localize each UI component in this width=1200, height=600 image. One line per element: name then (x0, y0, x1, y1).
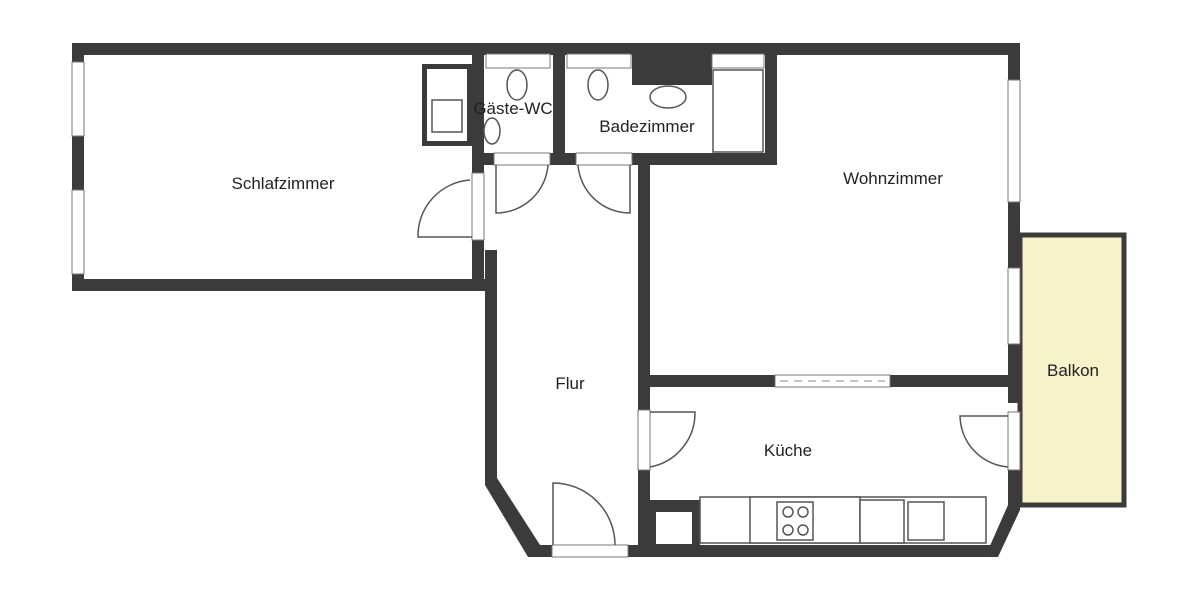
fixtures (431, 69, 987, 544)
hall-left-wall (485, 250, 540, 557)
label-kueche: Küche (764, 441, 812, 460)
window (485, 53, 551, 69)
window (711, 53, 765, 69)
walls (72, 43, 1020, 557)
bedroom-right-wall-upper (472, 43, 484, 173)
fridge (859, 499, 905, 544)
label-schlafzimmer: Schlafzimmer (232, 174, 335, 193)
bath-toilet (587, 69, 609, 101)
wc-door[interactable] (495, 164, 549, 214)
window-opening (774, 374, 891, 388)
burner (797, 524, 809, 536)
kitchen-right-wall (985, 470, 1020, 557)
bedroom-bottom-wall (72, 279, 485, 291)
balcony-door[interactable] (959, 415, 1009, 468)
door-frame (471, 172, 485, 241)
window (1007, 267, 1021, 345)
door-frame (551, 544, 629, 558)
label-balkon: Balkon (1047, 361, 1099, 380)
burner (782, 524, 794, 536)
window (71, 61, 85, 137)
bedroom-door[interactable] (417, 179, 472, 238)
windows (71, 53, 1021, 388)
bath-door[interactable] (577, 164, 631, 214)
label-wohnzimmer: Wohnzimmer (843, 169, 943, 188)
door-frame (637, 409, 651, 471)
window (71, 189, 85, 275)
burner (797, 506, 809, 518)
hall-right-wall (638, 165, 650, 555)
door-frame (575, 152, 633, 166)
label-badezimmer: Badezimmer (599, 117, 695, 136)
bedroom-right-wall-lower (472, 240, 484, 290)
label-flur: Flur (555, 374, 585, 393)
burner (782, 506, 794, 518)
top-wall (72, 43, 1020, 55)
doors (417, 152, 1021, 558)
window (566, 53, 632, 69)
wc-basin (483, 117, 501, 145)
bath-niche (632, 55, 712, 85)
window (1007, 79, 1021, 203)
entrance-door[interactable] (552, 482, 616, 546)
stove-icon (776, 501, 814, 541)
label-gaeste-wc: Gäste-WC (473, 99, 552, 118)
wc-toilet (506, 69, 528, 101)
bath-right-wall (765, 43, 777, 165)
wc-sink (431, 99, 463, 133)
kitchen-door[interactable] (649, 411, 696, 468)
kitchen-sink-icon (907, 501, 945, 541)
door-frame (1007, 411, 1021, 471)
kitchen-shaft-inner (656, 512, 692, 544)
bath-sink (649, 85, 687, 109)
door-frame (493, 152, 551, 166)
wc-bath-divider (553, 43, 565, 165)
bathtub (712, 69, 764, 153)
